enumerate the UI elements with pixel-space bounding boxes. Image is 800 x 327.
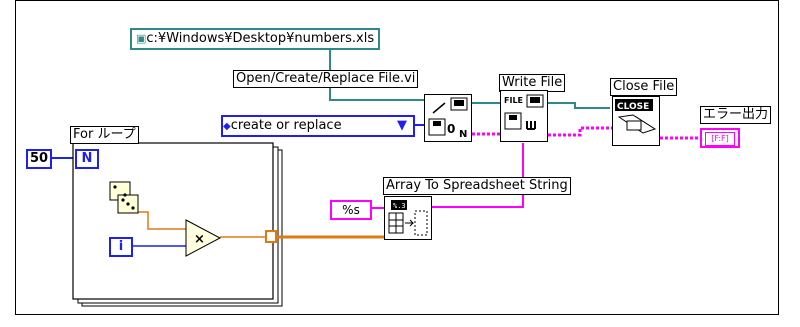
error-out-icon: [F:F] xyxy=(705,132,735,146)
loop-tunnel xyxy=(265,230,277,243)
write-file-label: Write File xyxy=(499,74,566,92)
array-to-string-icon: %.3 xyxy=(388,200,428,236)
string-wire xyxy=(432,143,524,208)
close-file-vi[interactable]: CLOSE xyxy=(612,96,660,146)
refnum-wire-2 xyxy=(548,102,610,109)
array-to-spreadsheet-label: Array To Spreadsheet String xyxy=(383,177,571,195)
svg-text:CLOSE: CLOSE xyxy=(617,102,649,112)
svg-text:×: × xyxy=(194,232,205,247)
error-wire-2 xyxy=(548,126,612,137)
format-string-constant[interactable]: %s xyxy=(330,200,372,220)
array-to-spreadsheet-node[interactable]: %.3 xyxy=(384,196,432,240)
dropdown-arrow-icon[interactable]: ▼ xyxy=(397,118,407,133)
svg-text:0: 0 xyxy=(447,122,455,136)
write-file-icon: FILE xyxy=(504,94,544,130)
multiply-node xyxy=(185,219,222,257)
random-number-icon xyxy=(109,181,139,214)
write-file-vi[interactable]: FILE xyxy=(500,90,548,142)
error-out-label: エラー出力 xyxy=(700,106,772,124)
close-file-label: Close File xyxy=(610,78,678,96)
open-create-replace-vi[interactable]: 0 N xyxy=(424,94,472,142)
close-file-icon: CLOSE xyxy=(615,99,657,134)
for-loop-frame xyxy=(72,142,274,300)
open-mode-ring[interactable]: ◆create or replace ▼ xyxy=(221,115,415,137)
count-terminal[interactable]: N xyxy=(75,149,99,169)
count-constant[interactable]: 50 xyxy=(26,149,52,169)
path-icon: ▣ xyxy=(136,32,147,45)
index-terminal[interactable]: i xyxy=(109,237,133,257)
svg-text:%.3: %.3 xyxy=(393,202,406,210)
for-loop-label: For ループ xyxy=(70,126,139,144)
error-out-indicator[interactable]: [F:F] xyxy=(700,128,740,148)
svg-text:FILE: FILE xyxy=(504,96,523,105)
file-path-constant[interactable]: ▣c:¥Windows¥Desktop¥numbers.xls xyxy=(130,28,381,50)
open-file-icon: 0 N xyxy=(428,97,468,140)
path-wire xyxy=(329,46,424,101)
open-vi-label: Open/Create/Replace File.vi xyxy=(233,70,419,88)
svg-text:N: N xyxy=(459,129,467,140)
ring-arrows-icon: ◆ xyxy=(223,121,231,132)
